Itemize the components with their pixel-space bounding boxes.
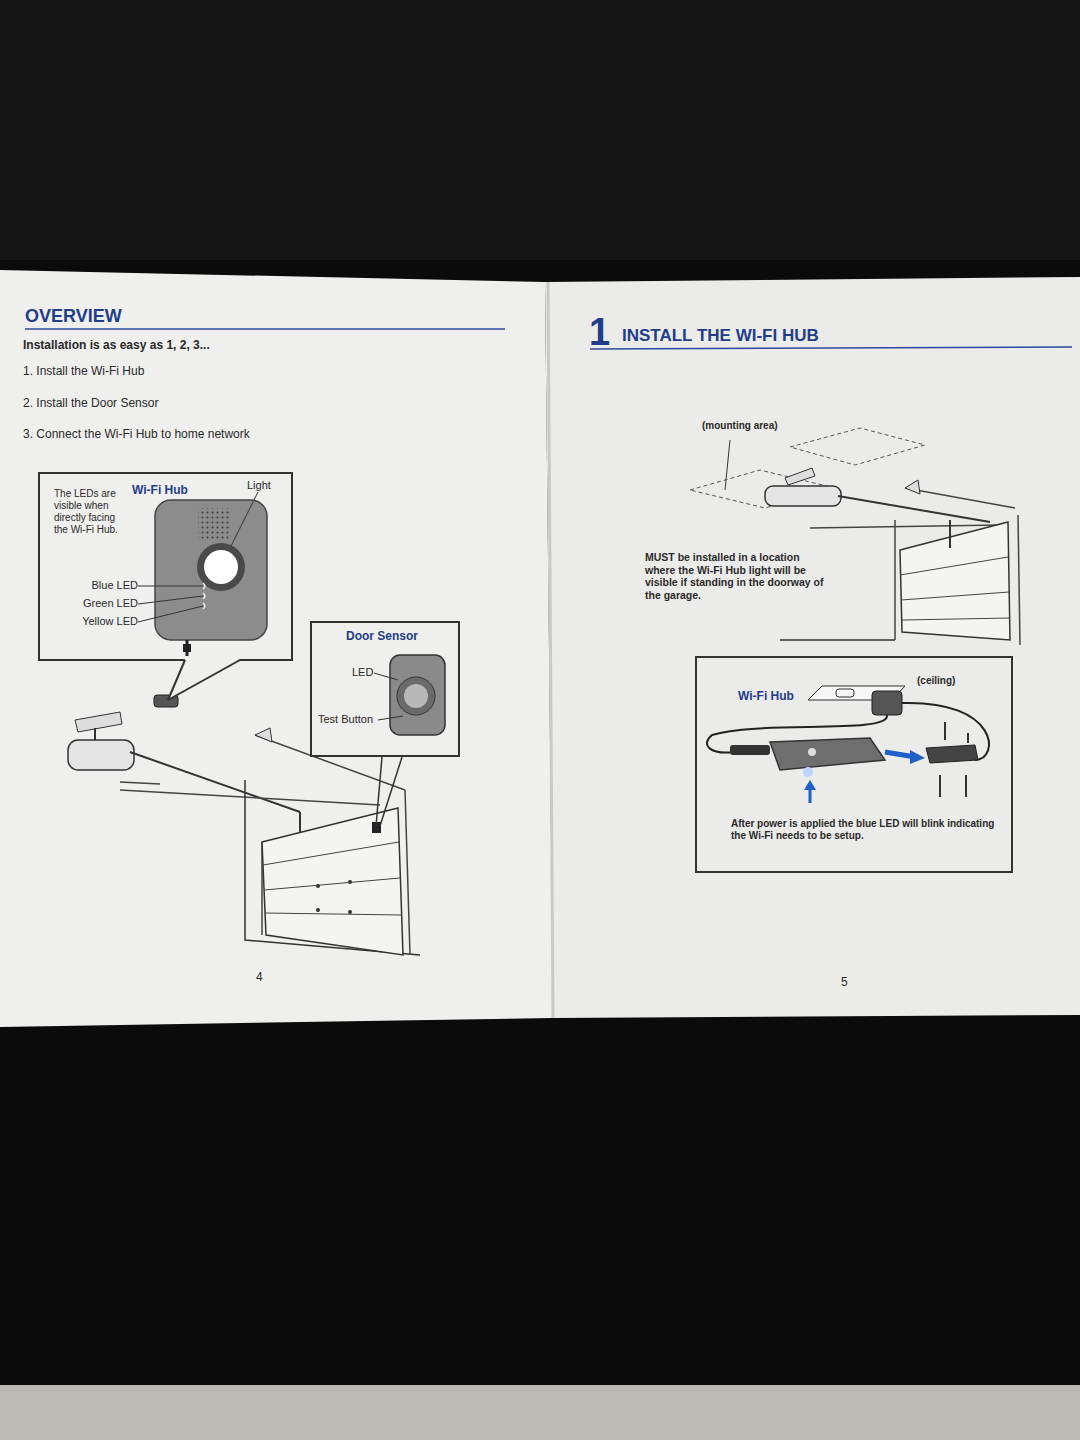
- area-label: (mounting area): [702, 420, 778, 432]
- part-label: Light: [247, 479, 271, 492]
- page-number: 4: [256, 970, 263, 984]
- part-heading: Wi-Fi Hub: [738, 689, 794, 703]
- note-text: MUST be installed in a location where th…: [645, 551, 830, 601]
- page-heading: OVERVIEW: [25, 306, 122, 328]
- part-label: Test Button: [318, 713, 373, 726]
- step-item: 1. Install the Wi-Fi Hub: [23, 364, 144, 378]
- led-label: Green LED: [70, 597, 138, 610]
- led-label: Yellow LED: [70, 615, 138, 628]
- note-text: After power is applied the blue LED will…: [731, 818, 1001, 842]
- step-item: 3. Connect the Wi-Fi Hub to home network: [23, 427, 250, 441]
- page-number: 5: [841, 975, 848, 989]
- part-label: LED: [352, 666, 373, 679]
- note-text: The LEDs are visible when directly facin…: [54, 488, 120, 536]
- part-heading: Door Sensor: [346, 629, 418, 643]
- led-label: Blue LED: [70, 579, 138, 592]
- part-heading: Wi-Fi Hub: [132, 483, 188, 497]
- step-item: 2. Install the Door Sensor: [23, 396, 158, 410]
- callout-box: Wi-Fi Hub (ceiling) After power is applied…: [695, 656, 1013, 873]
- callout-box: The LEDs are visible when directly facin…: [38, 472, 293, 661]
- callout-box: Door SensorLED Test Button: [310, 621, 460, 757]
- step-number: 1: [589, 310, 610, 356]
- part-label: (ceiling): [917, 675, 955, 687]
- intro-text: Installation is as easy as 1, 2, 3...: [23, 338, 210, 352]
- step-heading: INSTALL THE WI-FI HUB: [622, 326, 819, 346]
